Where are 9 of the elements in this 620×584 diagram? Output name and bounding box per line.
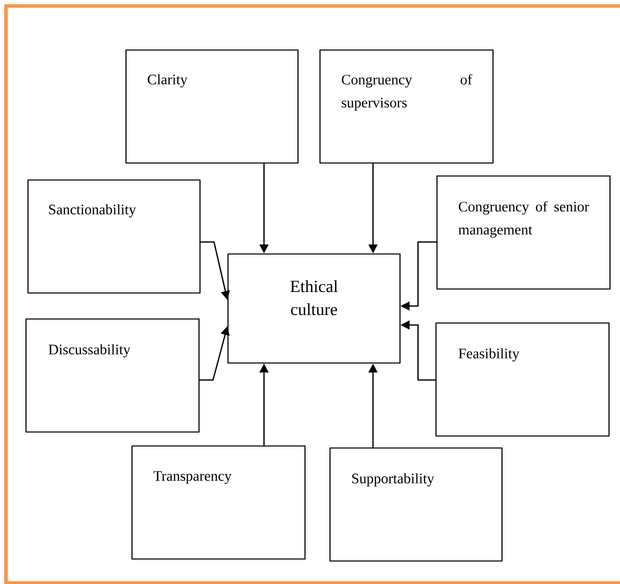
center-box: Ethical culture <box>227 253 401 364</box>
factor-box: Congruency of senior management <box>436 175 611 290</box>
factor-box: Feasibility <box>435 322 610 437</box>
factor-box: Congruency of supervisors <box>319 49 494 164</box>
factor-box: Discussability <box>25 318 200 433</box>
factor-box: Transparency <box>131 445 306 560</box>
factor-box: Sanctionability <box>27 179 201 294</box>
factor-box: Supportability <box>329 447 503 562</box>
factor-box: Clarity <box>125 49 299 164</box>
